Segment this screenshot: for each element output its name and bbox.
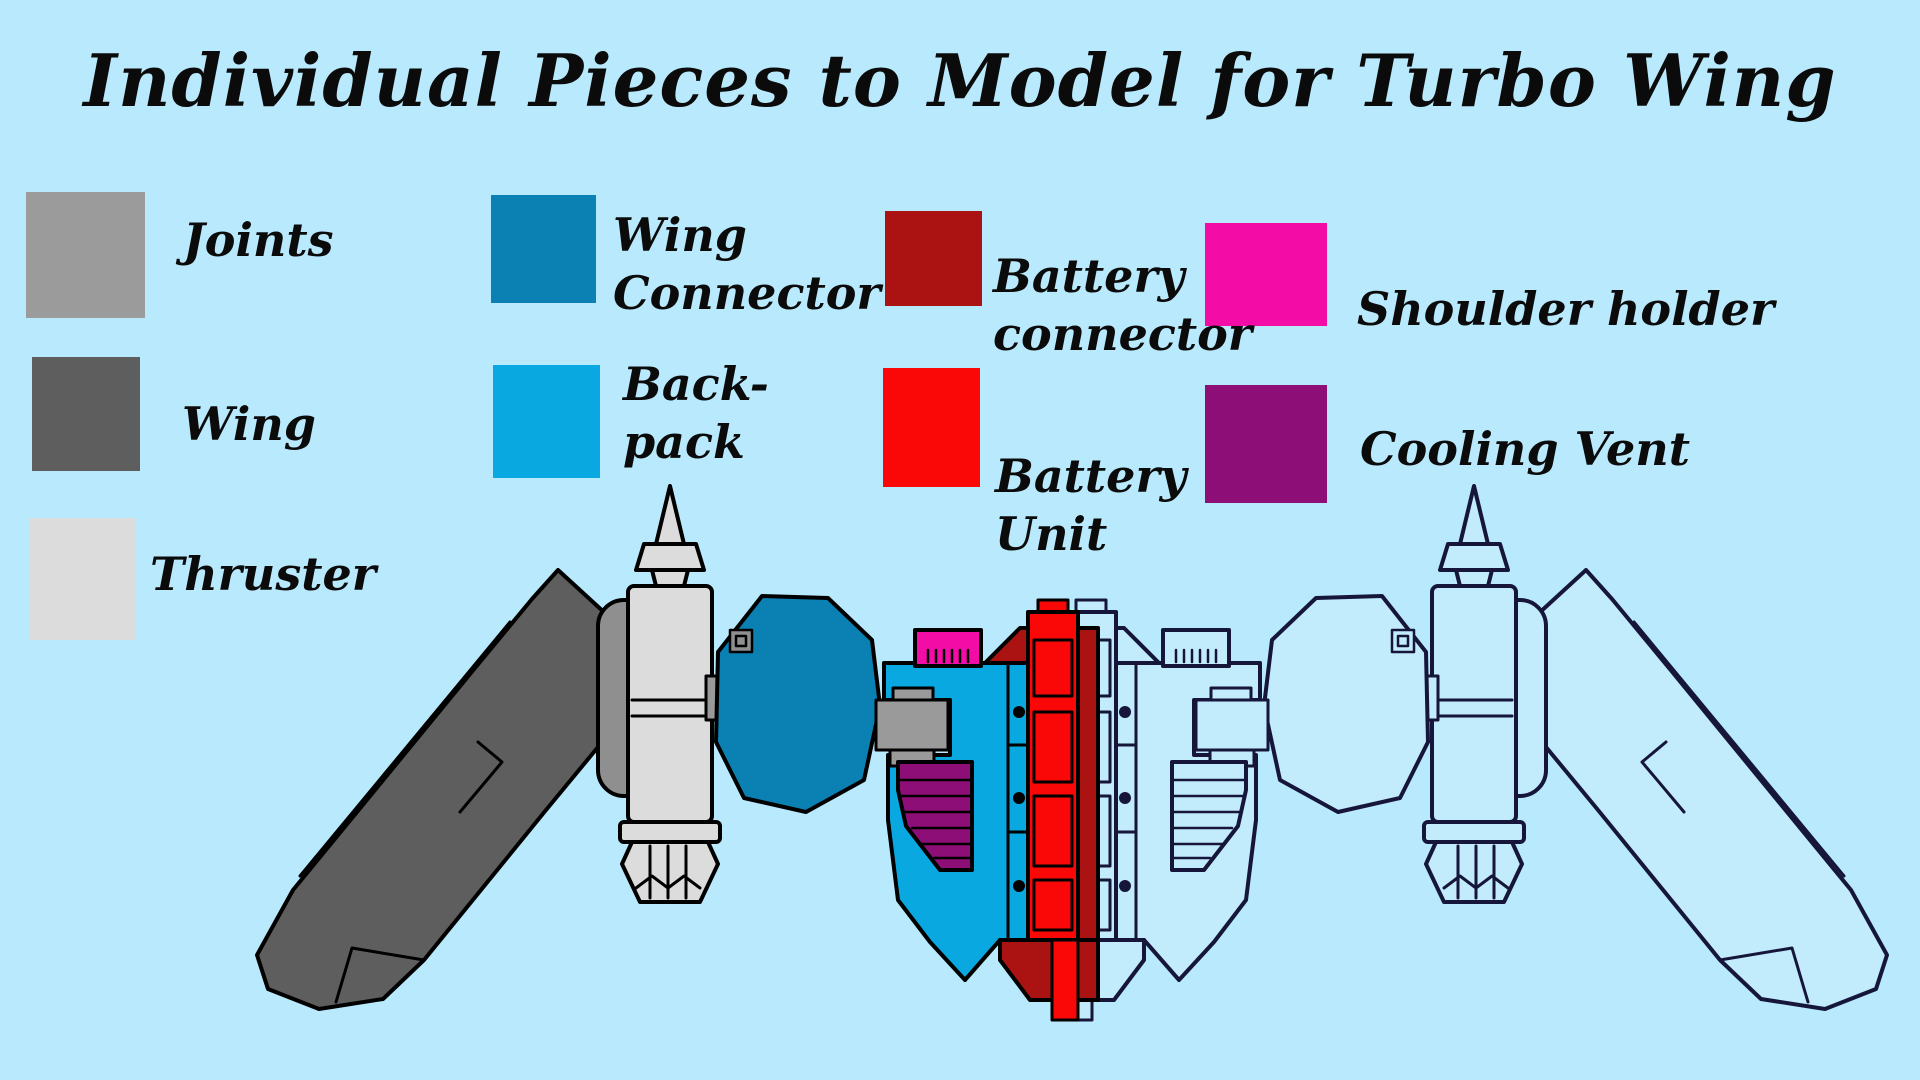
- colored-half: [255, 484, 1100, 1022]
- legend-swatch-wing: [32, 357, 140, 471]
- legend-swatch-battery-unit: [883, 368, 980, 487]
- legend-swatch-wing-connector: [491, 195, 596, 303]
- legend-label-cooling-vent: Cooling Vent: [1360, 422, 1690, 476]
- page-title: Individual Pieces to Model for Turbo Win…: [83, 38, 1837, 123]
- legend-swatch-backpack: [493, 365, 600, 478]
- turbo-wing-drawing: [255, 484, 1889, 1022]
- legend-swatch-joints: [26, 192, 145, 318]
- lineart-half: [1044, 484, 1889, 1022]
- legend-swatch-battery-connector: [885, 211, 982, 306]
- legend-swatch-cooling-vent: [1205, 385, 1327, 503]
- legend-swatch-thruster: [30, 518, 135, 640]
- legend-label-backpack: Back- pack: [623, 357, 769, 469]
- legend-label-shoulder-holder: Shoulder holder: [1357, 282, 1775, 336]
- legend-label-wing-connector: Wing Connector: [613, 208, 881, 320]
- legend-label-joints: Joints: [183, 213, 334, 267]
- legend-label-thruster: Thruster: [150, 547, 377, 601]
- legend-label-wing: Wing: [182, 397, 316, 451]
- legend-swatch-shoulder-holder: [1205, 223, 1327, 326]
- legend-label-battery-unit: Battery Unit: [995, 449, 1187, 561]
- legend-label-battery-connector: Battery connector: [993, 249, 1253, 361]
